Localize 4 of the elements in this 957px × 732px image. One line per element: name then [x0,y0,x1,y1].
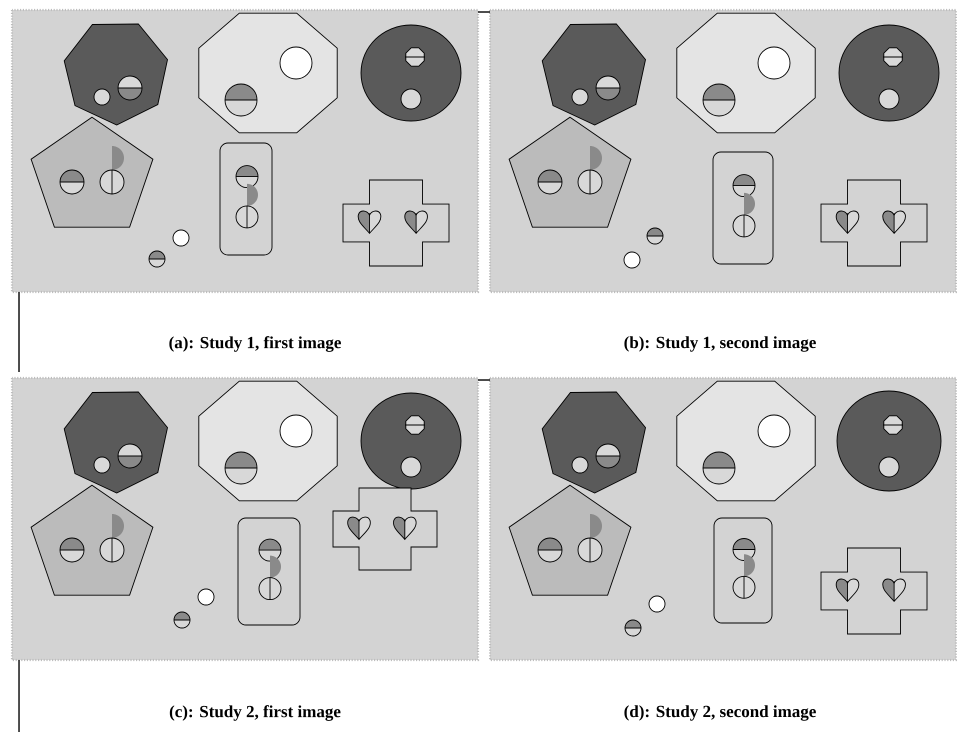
caption: (d): Study 2, second image [624,705,816,721]
caption: (b): Study 1, second image [624,336,816,352]
caption: (c): Study 2, first image [170,705,340,721]
caption: (a): Study 1, first image [169,336,341,352]
